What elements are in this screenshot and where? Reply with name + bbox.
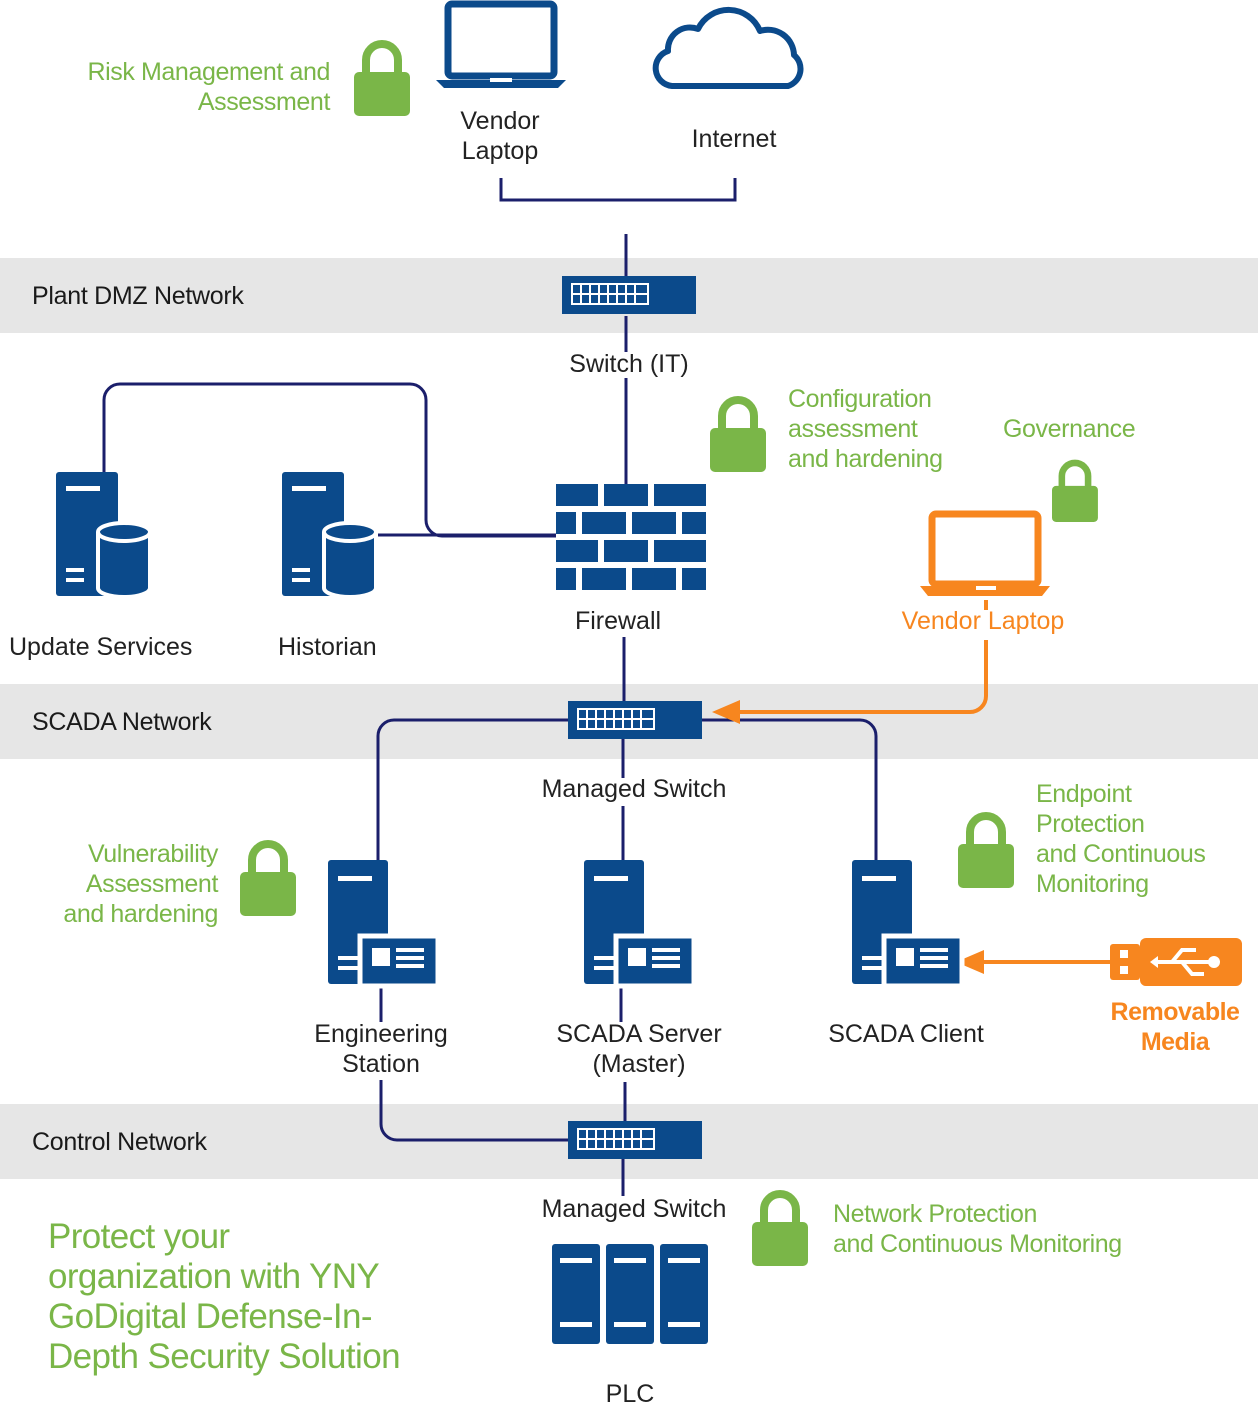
- internet-label: Internet: [691, 125, 777, 153]
- firewall-icon: [556, 484, 706, 590]
- managed-switch-scada-label: Managed Switch: [541, 775, 727, 803]
- historian-label: Historian: [278, 633, 377, 661]
- scada-client-label: SCADA Client: [828, 1020, 984, 1048]
- update-services-server-icon: [54, 470, 152, 599]
- plant-dmz-label: Plant DMZ Network: [32, 282, 244, 310]
- firewall-label: Firewall: [574, 607, 662, 635]
- scada-network-band: SCADA Network: [0, 684, 1258, 759]
- historian-server-icon: [280, 470, 378, 599]
- removable-media-link: [956, 950, 1110, 974]
- risk-management-label: Risk Management and Assessment: [87, 58, 330, 116]
- engineering-station-label: Engineering Station: [314, 1020, 448, 1078]
- vendor-laptop-orange-icon: [920, 510, 1050, 596]
- vulnerability-label: Vulnerability Assessment and hardening: [63, 840, 218, 928]
- plant-dmz-band: Plant DMZ Network: [0, 258, 1258, 333]
- switch-it-icon: [561, 275, 697, 315]
- laptop-icon: [436, 0, 566, 88]
- engineering-station-icon: [328, 860, 438, 986]
- risk-lock-icon: [354, 44, 410, 116]
- scada-client-icon: [852, 860, 962, 986]
- managed-switch-scada-icon: [567, 700, 703, 740]
- scada-server-label: SCADA Server (Master): [556, 1020, 722, 1078]
- vendor-laptop-label: Vendor Laptop: [460, 107, 540, 165]
- removable-media-label: Removable Media: [1110, 998, 1240, 1056]
- endpoint-lock-icon: [958, 816, 1014, 888]
- usb-drive-icon: [1110, 938, 1242, 986]
- scada-server-icon: [584, 860, 694, 986]
- governance-label: Governance: [1003, 415, 1136, 443]
- plc-label: PLC: [605, 1380, 655, 1408]
- internet-link: [102, 178, 878, 1196]
- managed-switch-control-label: Managed Switch: [541, 1195, 727, 1223]
- control-network-label: Control Network: [32, 1128, 207, 1156]
- plc-icon: [552, 1244, 708, 1344]
- network-protection-label: Network Protection and Continuous Monito…: [833, 1200, 1122, 1258]
- configuration-label: Configuration assessment and hardening: [788, 385, 943, 473]
- vendor-laptop-orange-label: Vendor Laptop: [901, 607, 1065, 635]
- network-protection-lock-icon: [752, 1194, 808, 1266]
- governance-lock-icon: [1052, 463, 1098, 522]
- vendor-laptop-link: [712, 600, 988, 724]
- cloud-icon: [652, 6, 804, 89]
- headline: Protect your organization with YNY GoDig…: [48, 1217, 401, 1376]
- vulnerability-lock-icon: [240, 844, 296, 916]
- scada-network-label: SCADA Network: [32, 708, 212, 736]
- config-lock-icon: [710, 400, 766, 472]
- switch-it-label: Switch (IT): [569, 350, 689, 378]
- endpoint-protection-label: Endpoint Protection and Continuous Monit…: [1036, 780, 1206, 898]
- managed-switch-control-icon: [567, 1120, 703, 1160]
- update-services-label: Update Services: [9, 633, 193, 661]
